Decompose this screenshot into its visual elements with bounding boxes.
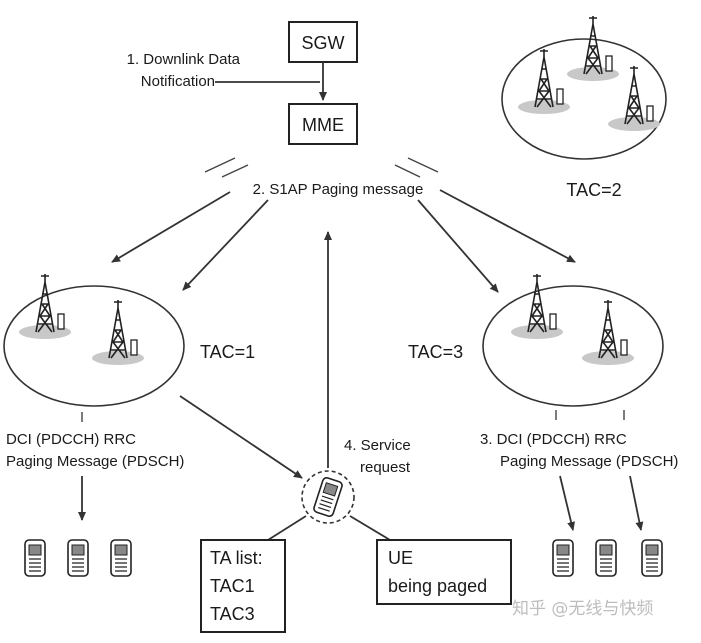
ta-list-callout-line (267, 515, 307, 541)
paging-arrow-right-outer (439, 189, 576, 263)
s1ap-label: 2. S1AP Paging message (253, 181, 424, 198)
ta-list-item: TAC3 (210, 604, 255, 624)
phone-icon (110, 539, 132, 577)
phone-icon (24, 539, 46, 577)
ue-highlight-circle (301, 470, 355, 524)
phone-icon (552, 539, 574, 577)
dci-left-line2: Paging Message (PDSCH) (6, 453, 184, 470)
downlink-label-line1: 1. Downlink Data (127, 51, 241, 68)
tower-icon (517, 48, 571, 115)
tower-icon (566, 15, 620, 82)
tower-icon (91, 299, 145, 366)
cell-tac2 (501, 38, 667, 160)
service-request-line1: 4. Service (344, 437, 411, 454)
ue-phone-icon (312, 475, 344, 519)
paging-arrow-left-outer (111, 191, 231, 263)
downlink-label-line2: Notification (141, 73, 215, 90)
tac1-label: TAC=1 (200, 342, 255, 362)
tower-icon (510, 273, 564, 340)
phone-icon (595, 539, 617, 577)
paging-arrow-right-inner (417, 199, 499, 293)
dci-right-line1: 3. DCI (PDCCH) RRC (480, 431, 627, 448)
ue-paged-box (376, 539, 512, 605)
ta-list-item: TAC1 (210, 576, 255, 596)
tower-icon (581, 299, 635, 366)
right-paging-arrow-2 (629, 475, 644, 531)
paging-arrow-left-inner (182, 199, 269, 291)
right-paging-arrow-1 (559, 475, 576, 531)
service-request-line2: request (360, 459, 411, 476)
ta-list-box (200, 539, 286, 633)
dci-right-line2: Paging Message (PDSCH) (500, 453, 678, 470)
right-cell-ticks (555, 410, 625, 420)
tac2-label: TAC=2 (566, 180, 621, 200)
tac1-to-ue-arrow (179, 395, 303, 479)
mme-label: MME (302, 115, 344, 135)
sgw-label: SGW (302, 33, 345, 53)
ue-paged-line1: UE (388, 548, 413, 568)
cell-tac3 (482, 285, 664, 407)
tac3-label: TAC=3 (408, 342, 463, 362)
signal-ticks (204, 157, 439, 178)
ta-list-title: TA list: (210, 548, 263, 568)
ue-callout-line (349, 515, 391, 541)
dci-left-line1: DCI (PDCCH) RRC (6, 431, 136, 448)
phone-icon (641, 539, 663, 577)
watermark-text: 知乎 @无线与快频 (512, 599, 653, 619)
ue-paged-line2: being paged (388, 576, 487, 596)
mme-box (288, 103, 358, 145)
cell-tac1 (3, 285, 185, 407)
phone-icon (67, 539, 89, 577)
